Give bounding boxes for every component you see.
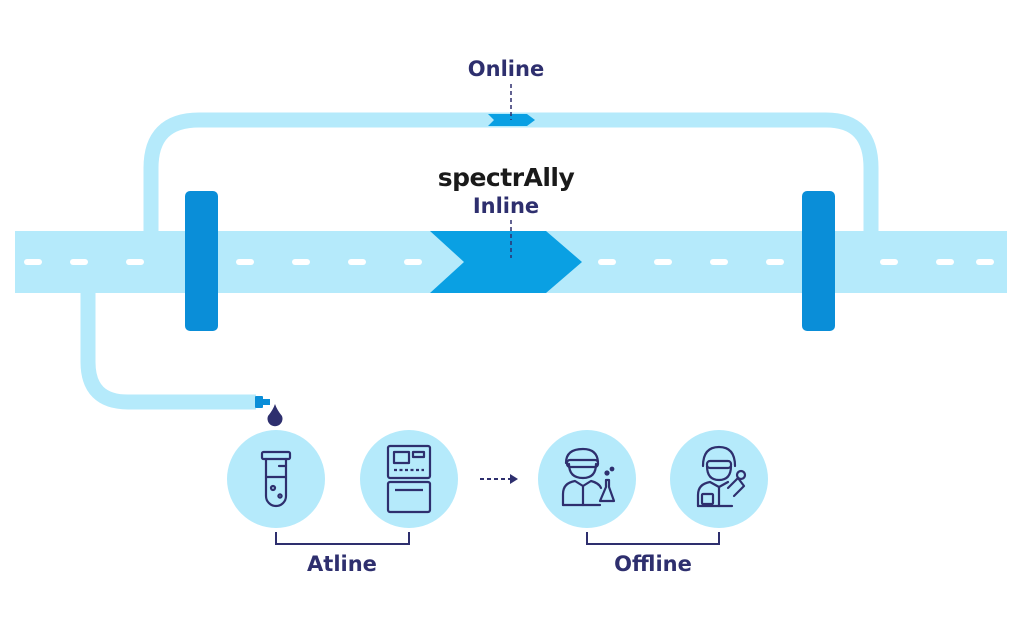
- inline-flow-arrow: [430, 231, 582, 293]
- scientist-flask-circle: [538, 430, 636, 528]
- atline-label: Atline: [307, 552, 377, 576]
- left-flange: [185, 191, 218, 331]
- offline-label: Offline: [614, 552, 692, 576]
- inline-label: Inline: [473, 194, 539, 218]
- atline-to-offline-arrow: [480, 474, 518, 484]
- atline-bracket: [275, 532, 410, 545]
- right-flange: [802, 191, 835, 331]
- offline-bracket: [586, 532, 720, 545]
- sampling-valve: [255, 396, 270, 408]
- brand-logo: spectrAlly: [438, 163, 575, 192]
- scientist-with-flask-icon: [561, 447, 616, 507]
- online-label: Online: [468, 57, 544, 81]
- pipe-centerline: [24, 259, 994, 265]
- test-tube-icon: [260, 450, 292, 508]
- sampling-branch-pipe: [80, 290, 256, 410]
- scientist-with-sample-icon: [696, 445, 747, 508]
- droplet-icon: [267, 404, 283, 427]
- analyzer-machine-icon: [386, 444, 432, 514]
- test-tube-circle: [227, 430, 325, 528]
